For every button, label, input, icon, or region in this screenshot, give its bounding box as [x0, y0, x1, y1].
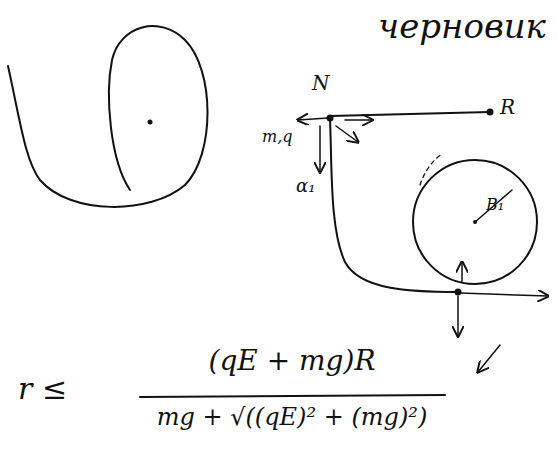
spiral-curve — [8, 26, 208, 207]
mass-label: m,q — [262, 128, 293, 146]
formula-text: mg + √((qE)² + (mg)²) — [157, 404, 428, 430]
point-label: N — [312, 72, 330, 94]
force-arrow — [478, 345, 500, 372]
force-arrow — [298, 118, 328, 120]
force-arrow — [319, 126, 321, 172]
arrow-label: α₁ — [296, 176, 315, 196]
rope-line — [330, 112, 490, 116]
loop-circle — [413, 160, 537, 284]
center-dot — [473, 220, 477, 224]
track-curve — [330, 118, 458, 292]
pivot-dot — [487, 109, 494, 116]
force-arrow — [460, 293, 548, 296]
mass-dot — [327, 115, 334, 122]
circle-label: B₁ — [486, 196, 504, 214]
formula-text: (qE + mg)R — [208, 346, 375, 377]
fraction-bar — [140, 395, 445, 397]
point-label: R — [500, 96, 515, 118]
dashed-arc — [420, 154, 442, 185]
force-arrow — [345, 119, 372, 121]
formula-text: r ≤ — [18, 372, 67, 405]
mass-dot — [455, 289, 462, 296]
force-arrow — [457, 296, 459, 336]
draft-title: черновик — [378, 8, 546, 45]
force-arrow — [461, 262, 463, 282]
center-dot — [148, 120, 153, 125]
radius-line — [475, 190, 512, 222]
force-arrow — [336, 126, 358, 142]
